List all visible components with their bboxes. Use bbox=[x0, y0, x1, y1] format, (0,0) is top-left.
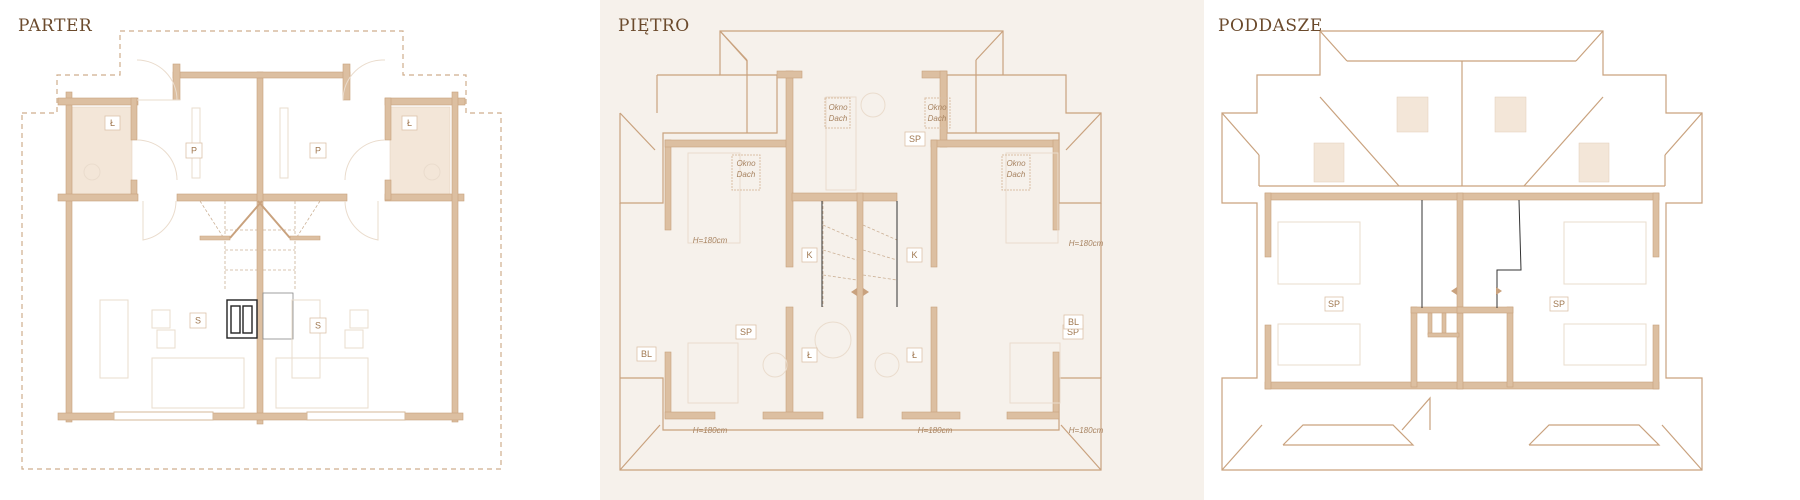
walls bbox=[664, 70, 1060, 420]
beds bbox=[1277, 221, 1647, 366]
svg-text:H=180cm: H=180cm bbox=[693, 426, 728, 435]
door bbox=[344, 139, 386, 181]
svg-text:Okno: Okno bbox=[828, 103, 848, 112]
height-note: H=180cm H=180cm H=180cm H=180cm H=180cm bbox=[693, 236, 1104, 435]
floor-title: PIĘTRO bbox=[618, 16, 690, 36]
window bbox=[113, 411, 214, 421]
svg-text:S: S bbox=[195, 316, 201, 326]
walls bbox=[1264, 192, 1660, 390]
svg-text:S: S bbox=[315, 321, 321, 331]
staircase bbox=[821, 201, 898, 307]
bathroom-floor bbox=[389, 106, 451, 196]
terrace-outline bbox=[21, 30, 502, 470]
room-label: K bbox=[906, 247, 923, 263]
staircase bbox=[1421, 199, 1522, 308]
svg-text:Dach: Dach bbox=[928, 114, 947, 123]
room-label: K bbox=[801, 247, 818, 263]
floor-plan-poddasze: PODDASZE bbox=[1218, 16, 1703, 471]
room-label: SP bbox=[1549, 296, 1569, 312]
svg-text:Okno: Okno bbox=[927, 103, 947, 112]
svg-text:SP: SP bbox=[1067, 327, 1079, 337]
walls bbox=[57, 63, 466, 425]
svg-text:BL: BL bbox=[641, 349, 652, 359]
svg-text:P: P bbox=[315, 146, 321, 156]
svg-text:SP: SP bbox=[1553, 299, 1565, 309]
svg-text:BL: BL bbox=[1068, 317, 1079, 327]
svg-text:Okno: Okno bbox=[1006, 159, 1026, 168]
room-label: Ł bbox=[801, 347, 818, 363]
svg-text:H=180cm: H=180cm bbox=[1069, 426, 1104, 435]
skylights bbox=[1313, 96, 1610, 183]
furniture bbox=[687, 92, 1061, 404]
svg-text:SP: SP bbox=[1328, 299, 1340, 309]
room-label: SP bbox=[1324, 296, 1344, 312]
svg-text:K: K bbox=[911, 250, 917, 260]
door bbox=[136, 59, 386, 101]
svg-text:H=180cm: H=180cm bbox=[1069, 239, 1104, 248]
window bbox=[306, 411, 406, 421]
svg-text:Ł: Ł bbox=[912, 350, 917, 360]
svg-text:P: P bbox=[191, 146, 197, 156]
floor-title: PARTER bbox=[18, 16, 93, 36]
door bbox=[136, 99, 180, 181]
room-label: BL bbox=[636, 346, 657, 362]
svg-text:Ł: Ł bbox=[807, 350, 812, 360]
roof-outline bbox=[619, 30, 1102, 471]
room-label: SP bbox=[904, 131, 926, 147]
svg-text:SP: SP bbox=[740, 327, 752, 337]
room-label: Ł bbox=[401, 115, 418, 131]
floor-title: PODDASZE bbox=[1218, 16, 1323, 36]
svg-text:SP: SP bbox=[909, 134, 921, 144]
staircase bbox=[199, 200, 321, 290]
room-label: BL bbox=[1063, 314, 1084, 330]
svg-text:Ł: Ł bbox=[110, 118, 115, 128]
room-label: P bbox=[309, 142, 327, 159]
svg-text:Ł: Ł bbox=[407, 118, 412, 128]
door bbox=[142, 200, 379, 241]
roof-outline bbox=[1221, 30, 1703, 471]
svg-text:H=180cm: H=180cm bbox=[918, 426, 953, 435]
room-label: S bbox=[309, 317, 327, 334]
floor-plan-parter: PARTER bbox=[18, 16, 502, 470]
floor-plan-pietro: PIĘTRO bbox=[600, 0, 1204, 500]
room-label: Ł bbox=[104, 115, 121, 131]
svg-text:Dach: Dach bbox=[1007, 170, 1026, 179]
svg-text:Dach: Dach bbox=[737, 170, 756, 179]
room-label: Ł bbox=[906, 347, 923, 363]
svg-text:H=180cm: H=180cm bbox=[693, 236, 728, 245]
room-label: P bbox=[185, 142, 203, 159]
room-label: SP bbox=[735, 324, 757, 340]
room-label: S bbox=[189, 312, 207, 329]
svg-text:Okno: Okno bbox=[736, 159, 756, 168]
furniture bbox=[83, 107, 441, 409]
fireplace bbox=[226, 292, 294, 340]
svg-text:K: K bbox=[806, 250, 812, 260]
bathroom-floor bbox=[71, 106, 133, 196]
svg-text:Dach: Dach bbox=[829, 114, 848, 123]
